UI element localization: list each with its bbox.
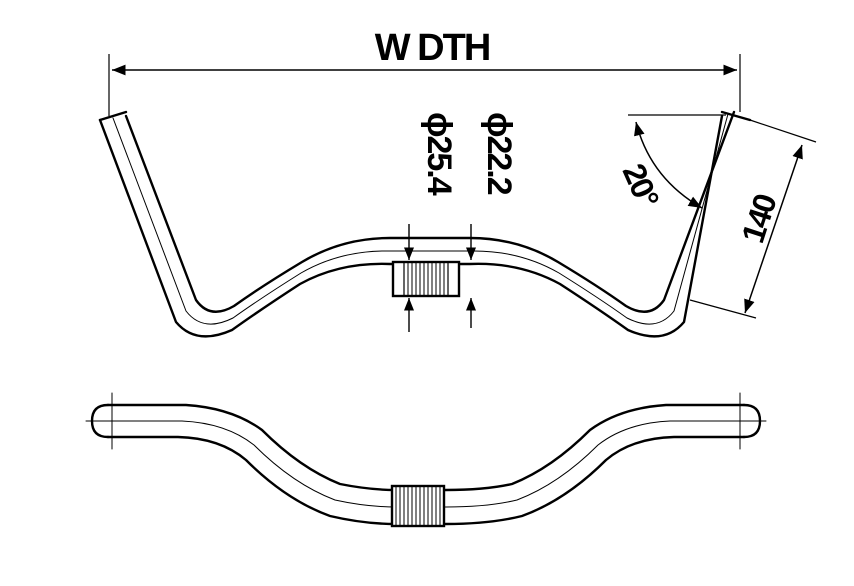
diameter-grip-label: ϕ22.2 bbox=[480, 112, 518, 195]
width-dimension bbox=[108, 54, 741, 116]
width-label: W DTH bbox=[375, 27, 490, 69]
left-end-cap bbox=[98, 110, 128, 122]
front-view-centerline bbox=[112, 113, 729, 325]
angle-label: 20° bbox=[616, 158, 667, 212]
diameter-clamp-label: ϕ25.4 bbox=[420, 112, 458, 196]
right-end-cap bbox=[720, 110, 752, 122]
diameter-arrows bbox=[403, 224, 477, 332]
top-clamp-knurl bbox=[390, 484, 446, 528]
front-view-outline-inner bbox=[124, 110, 736, 313]
rise-label: 140 bbox=[734, 190, 783, 247]
angle-dimension bbox=[628, 114, 726, 209]
front-clamp-knurl bbox=[391, 260, 461, 298]
top-right-end bbox=[742, 403, 762, 439]
top-view-centerline bbox=[85, 420, 767, 508]
front-view-outline bbox=[98, 114, 724, 338]
top-left-end bbox=[90, 403, 110, 439]
top-view-outline-upper bbox=[106, 403, 746, 492]
rise-dimension bbox=[689, 119, 817, 319]
